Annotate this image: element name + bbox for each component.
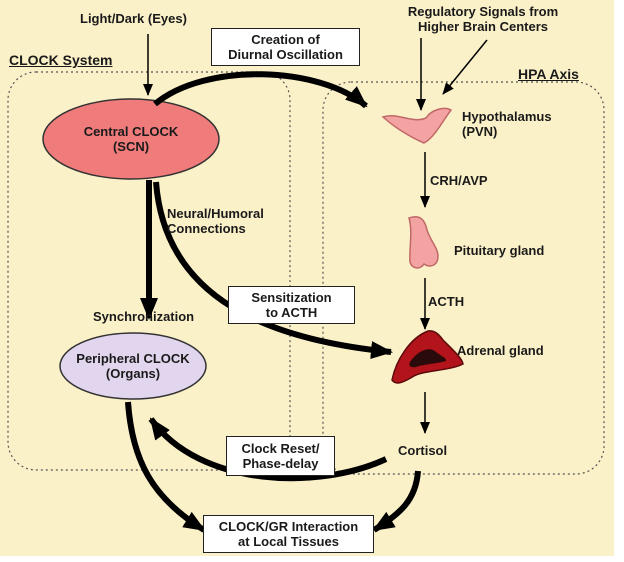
hpa-axis-title: HPA Axis [518,66,579,82]
sensitization-line-1: Sensitization [251,290,332,305]
hpa-axis-boundary [322,81,605,475]
pituitary-gland-icon [408,216,439,269]
regulatory-signals-label: Regulatory Signals from Higher Brain Cen… [395,4,571,34]
adrenal-label: Adrenal gland [457,343,544,358]
diurnal-line-1: Creation of [251,32,320,47]
neural-line-2: Connections [167,221,246,236]
synchronization-label: Synchronization [93,309,195,324]
central-clock-label: Central CLOCK (SCN) [56,124,206,154]
clock-reset-line-1: Clock Reset/ [241,441,320,456]
edge-cortisol-to-peripheral [148,417,388,482]
clock-reset-box: Clock Reset/ Phase-delay [226,436,335,476]
diurnal-line-2: Diurnal Oscillation [228,47,343,62]
interaction-line-1: CLOCK/GR Interaction [218,519,359,534]
neural-humoral-label: Neural/Humoral Connections [167,206,264,236]
hypothalamus-label: Hypothalamus (PVN) [462,109,552,139]
diurnal-oscillation-box: Creation of Diurnal Oscillation [211,28,360,66]
edge-regulatory-to-hypothalamus-right [442,39,488,95]
neural-line-1: Neural/Humoral [167,206,264,221]
acth-label: ACTH [428,294,465,309]
edge-peripheral-to-interaction [125,401,206,533]
central-clock-line-2: (SCN) [112,139,150,154]
cortisol-label: Cortisol [398,443,448,458]
crh-avp-label: CRH/AVP [430,173,488,188]
regulatory-line-2: Higher Brain Centers [417,19,549,34]
sensitization-box: Sensitization to ACTH [228,286,355,324]
peripheral-clock-label: Peripheral CLOCK (Organs) [62,351,204,381]
peripheral-clock-line-2: (Organs) [105,366,161,381]
interaction-line-2: at Local Tissues [238,534,339,549]
clock-reset-line-2: Phase-delay [242,456,319,471]
clock-system-boundary [7,71,291,471]
hypothalamus-line-1: Hypothalamus [462,109,552,124]
central-clock-node [42,98,220,180]
peripheral-clock-line-1: Peripheral CLOCK [76,351,190,366]
sensitization-line-2: to ACTH [265,305,318,320]
hypothalamus-line-2: (PVN) [462,124,498,139]
adrenal-core-shape [409,349,447,368]
peripheral-clock-node [59,332,207,400]
light-dark-label: Light/Dark (Eyes) [80,11,187,26]
edge-central-to-hypothalamus [153,71,368,109]
pituitary-label: Pituitary gland [454,243,545,258]
regulatory-line-1: Regulatory Signals from [407,4,559,19]
clock-system-title: CLOCK System [9,52,113,68]
central-clock-line-1: Central CLOCK [83,124,179,139]
clock-gr-interaction-box: CLOCK/GR Interaction at Local Tissues [203,515,374,553]
hypothalamus-icon [381,107,453,144]
edge-cortisol-to-interaction [372,470,421,533]
